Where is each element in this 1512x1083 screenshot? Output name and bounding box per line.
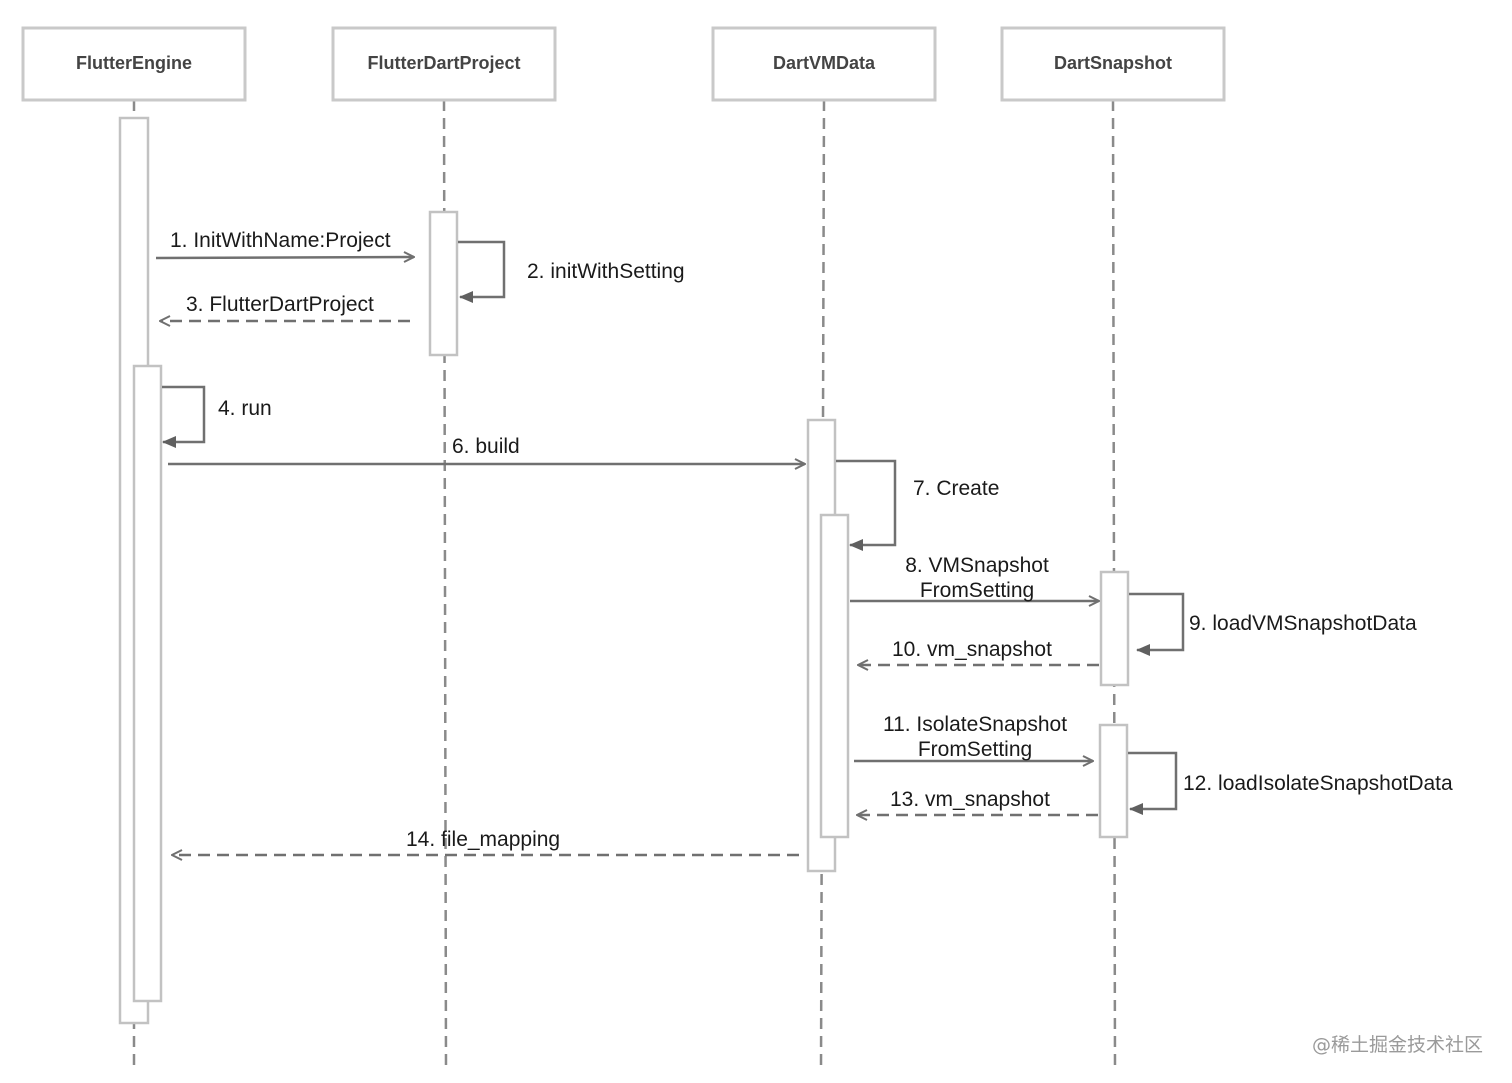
message-8-label-line1: 8. VMSnapshot <box>905 554 1049 577</box>
message-7: 7. Create <box>836 459 999 551</box>
activation-vmdata-inner <box>819 513 850 839</box>
lifeline-vmdata-title: DartVMData <box>773 53 876 73</box>
message-12-label: 12. loadIsolateSnapshotData <box>1183 772 1453 795</box>
message-9: 9. loadVMSnapshotData <box>1129 592 1417 656</box>
message-6: 6. build <box>168 435 805 464</box>
message-4-arrow <box>162 385 206 448</box>
message-12-arrow <box>1128 751 1178 815</box>
message-3: 3. FlutterDartProject <box>160 293 410 321</box>
message-11: 11. IsolateSnapshot FromSetting <box>854 713 1093 761</box>
message-14-label: 14. file_mapping <box>406 828 560 851</box>
lifeline-engine: FlutterEngine <box>21 26 247 102</box>
activation-engine-inner <box>132 364 163 1003</box>
message-11-label-line2: FromSetting <box>918 738 1032 761</box>
lifeline-project: FlutterDartProject <box>331 26 557 102</box>
message-1-arrow <box>155 257 414 258</box>
message-4: 4. run <box>162 385 272 448</box>
message-9-arrow <box>1129 592 1185 656</box>
lifeline-vmdata: DartVMData <box>711 26 937 102</box>
message-13: 13. vm_snapshot <box>857 788 1098 815</box>
message-8-label-line2: FromSetting <box>920 579 1034 602</box>
message-6-label: 6. build <box>452 435 520 458</box>
message-8: 8. VMSnapshot FromSetting <box>850 554 1099 602</box>
message-10-label: 10. vm_snapshot <box>892 638 1052 661</box>
message-1-label: 1. InitWithName:Project <box>170 229 391 252</box>
message-2-label: 2. initWithSetting <box>527 260 685 283</box>
activation-snapshot-1 <box>1099 570 1130 687</box>
lifeline-engine-title: FlutterEngine <box>76 53 192 73</box>
message-1: 1. InitWithName:Project <box>155 229 414 258</box>
message-12: 12. loadIsolateSnapshotData <box>1128 751 1453 815</box>
activation-project <box>428 210 459 357</box>
lifeline-project-title: FlutterDartProject <box>367 53 520 73</box>
message-7-label: 7. Create <box>913 477 999 500</box>
message-4-label: 4. run <box>218 397 272 420</box>
message-14: 14. file_mapping <box>172 828 799 855</box>
message-2-arrow <box>458 240 506 303</box>
message-3-label: 3. FlutterDartProject <box>186 293 374 316</box>
message-2: 2. initWithSetting <box>458 240 685 303</box>
lifeline-snapshot: DartSnapshot <box>1000 26 1226 102</box>
watermark-text: @稀土掘金技术社区 <box>1312 1034 1483 1056</box>
message-9-label: 9. loadVMSnapshotData <box>1189 612 1417 635</box>
lifeline-snapshot-title: DartSnapshot <box>1054 53 1172 73</box>
message-7-arrow <box>836 459 897 551</box>
message-13-label: 13. vm_snapshot <box>890 788 1050 811</box>
message-11-label-line1: 11. IsolateSnapshot <box>883 713 1067 736</box>
message-10: 10. vm_snapshot <box>858 638 1099 665</box>
activation-snapshot-2 <box>1098 723 1129 839</box>
